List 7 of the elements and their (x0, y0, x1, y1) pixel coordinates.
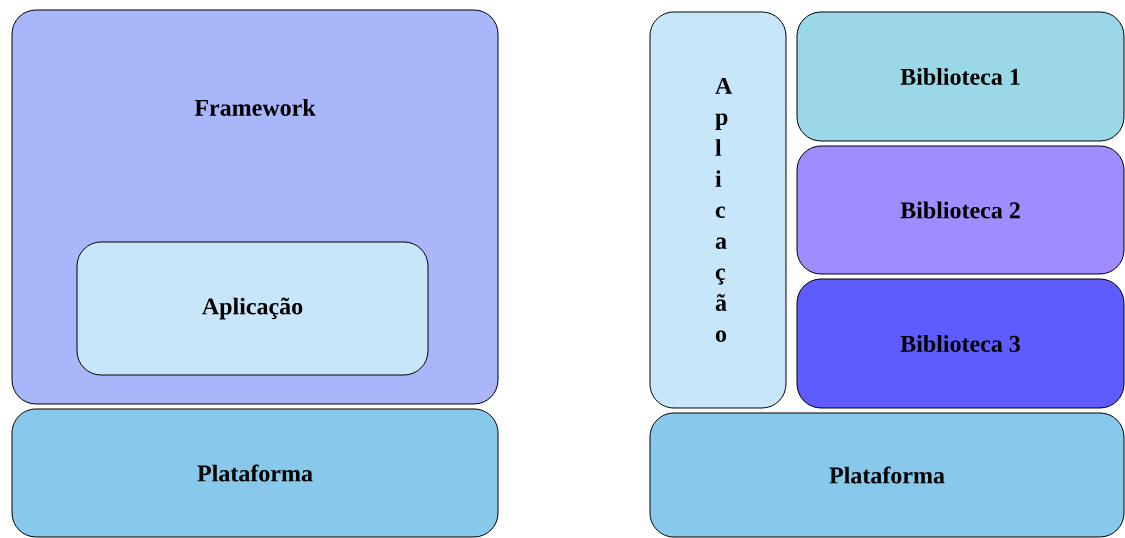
application-column: Aplicação (649, 11, 787, 409)
platform-box: Plataforma (649, 412, 1125, 538)
library-box: Biblioteca 3 (796, 278, 1125, 409)
application-box: Aplicação (76, 241, 429, 376)
platform-box: Plataforma (11, 408, 499, 538)
library-box: Biblioteca 2 (796, 145, 1125, 275)
library-box: Biblioteca 1 (796, 11, 1125, 142)
